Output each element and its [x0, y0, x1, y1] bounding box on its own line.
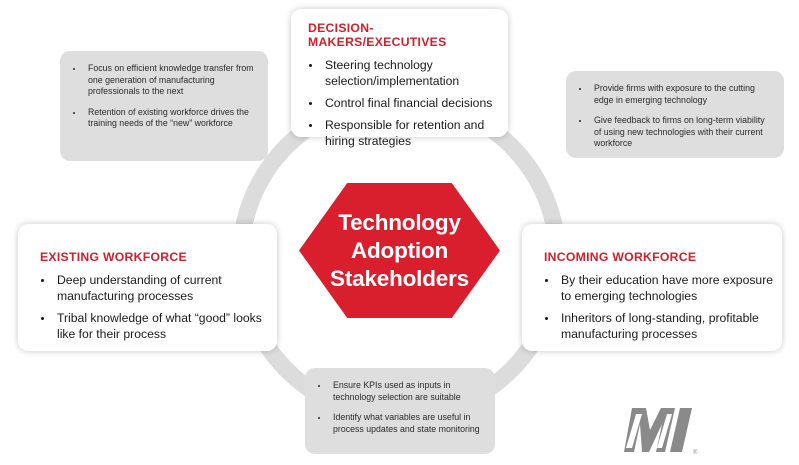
- list-item: Deep understanding of current manufactur…: [54, 272, 263, 304]
- list-item: Control final financial decisions: [322, 95, 496, 111]
- existing-workforce-box: EXISTING WORKFORCE Deep understanding of…: [18, 224, 277, 351]
- incoming-workforce-title: INCOMING WORKFORCE: [544, 250, 697, 264]
- note-item: Identify what variables are useful in pr…: [329, 412, 483, 435]
- note-item: Retention of existing workforce drives t…: [84, 107, 256, 130]
- note-item: Provide firms with exposure to the cutti…: [590, 83, 772, 106]
- note-top-left: Focus on efficient knowledge transfer fr…: [60, 51, 268, 161]
- existing-workforce-title: EXISTING WORKFORCE: [40, 250, 187, 264]
- decision-makers-box: DECISION-MAKERS/EXECUTIVES Steering tech…: [291, 9, 508, 148]
- center-title-line: Stakeholders: [330, 265, 469, 291]
- center-hexagon: Technology Adoption Stakeholders: [299, 183, 500, 318]
- decision-makers-title: DECISION-MAKERS/EXECUTIVES: [308, 21, 447, 49]
- svg-text:®: ®: [693, 449, 698, 456]
- list-item: Inheritors of long-standing, profitable …: [558, 310, 774, 342]
- mi-logo: ®: [624, 408, 698, 456]
- center-title-line: Technology: [338, 209, 461, 235]
- note-top-right: Provide firms with exposure to the cutti…: [566, 71, 784, 158]
- note-item: Focus on efficient knowledge transfer fr…: [84, 63, 256, 98]
- incoming-workforce-box: INCOMING WORKFORCE By their education ha…: [522, 224, 782, 351]
- list-item: Responsible for retention and hiring str…: [322, 117, 496, 149]
- center-title-line: Adoption: [350, 237, 449, 263]
- note-bottom: Ensure KPIs used as inputs in technology…: [305, 368, 495, 454]
- list-item: Steering technology selection/implementa…: [322, 57, 496, 89]
- list-item: Tribal knowledge of what “good” looks li…: [54, 310, 263, 342]
- note-item: Give feedback to firms on long-term viab…: [590, 115, 772, 150]
- list-item: By their education have more exposure to…: [558, 272, 774, 304]
- note-item: Ensure KPIs used as inputs in technology…: [329, 380, 483, 403]
